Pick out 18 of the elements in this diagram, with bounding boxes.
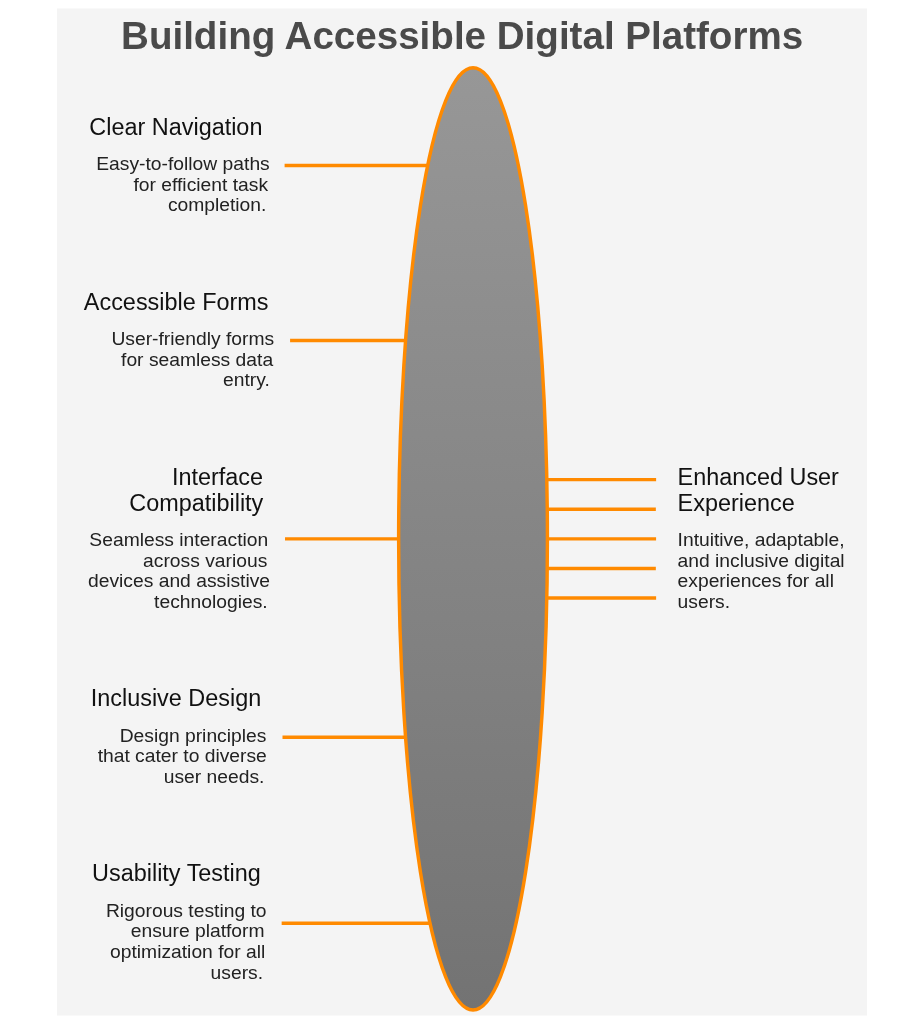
connector [290, 338, 406, 343]
connector [547, 566, 656, 571]
node-text: Usability Testing Rigorous testing to ensure platform optimization for all users. [92, 860, 267, 983]
connector [547, 477, 657, 482]
connector [547, 507, 656, 511]
connector [547, 537, 657, 541]
node-text: Inclusive Design Design principles that cater to diverse user needs. [90, 685, 267, 787]
node-text: Clear Navigation Easy-to-follow paths for efficient task completion. [89, 113, 270, 216]
node-ellipse [396, 66, 550, 1012]
diagram-title: Building Accessible Digital Platforms [121, 14, 804, 58]
connector [284, 163, 428, 168]
node-text: Enhanced User Experience Intuitive, adaptable, and inclusive digital experiences for all users. [677, 463, 845, 613]
node-text: Interface Compatibility Seamless interaction across various devices and assistive technologies. [87, 463, 271, 613]
connector [282, 735, 406, 739]
connector [285, 537, 399, 541]
connector [547, 596, 657, 600]
connector [281, 921, 430, 925]
node-text: Accessible Forms User-friendly forms for seamless data entry. [83, 288, 275, 391]
